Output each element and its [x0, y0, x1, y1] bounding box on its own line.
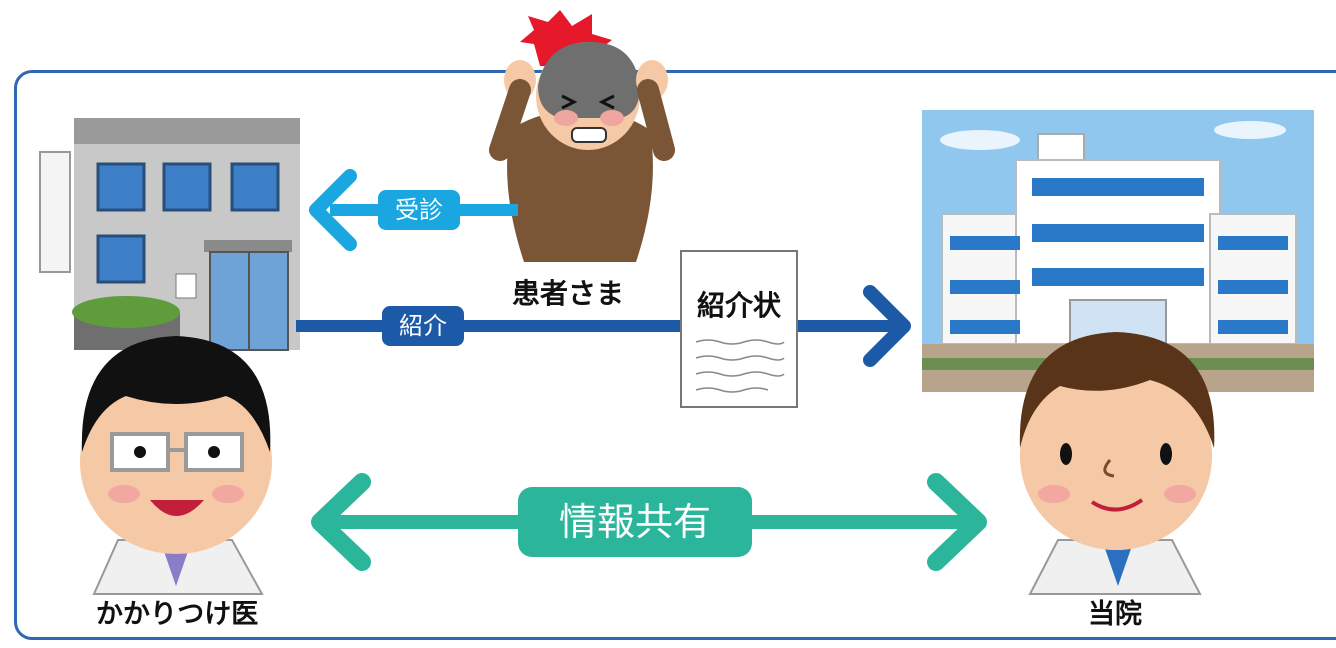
- hospital-doctor-icon: [1019, 332, 1215, 595]
- family-doctor-icon: [80, 336, 272, 595]
- referral-letter-title: 紹介状: [696, 289, 781, 322]
- referral-label: 紹介: [382, 306, 464, 346]
- referral-letter: 紹介状: [680, 250, 798, 408]
- diagram-frame: [14, 70, 1336, 640]
- visit-label: 受診: [378, 190, 460, 230]
- hospital-label: 当院: [1088, 599, 1142, 630]
- letter-lines-icon: [695, 339, 785, 393]
- patient-headache-icon: [489, 10, 675, 262]
- clinic-building-icon: [39, 118, 300, 351]
- patient-label: 患者さま: [512, 277, 625, 310]
- referral-arrow: [296, 285, 911, 367]
- info-share-label: 情報共有: [518, 487, 752, 557]
- family-doctor-label: かかりつけ医: [96, 599, 259, 630]
